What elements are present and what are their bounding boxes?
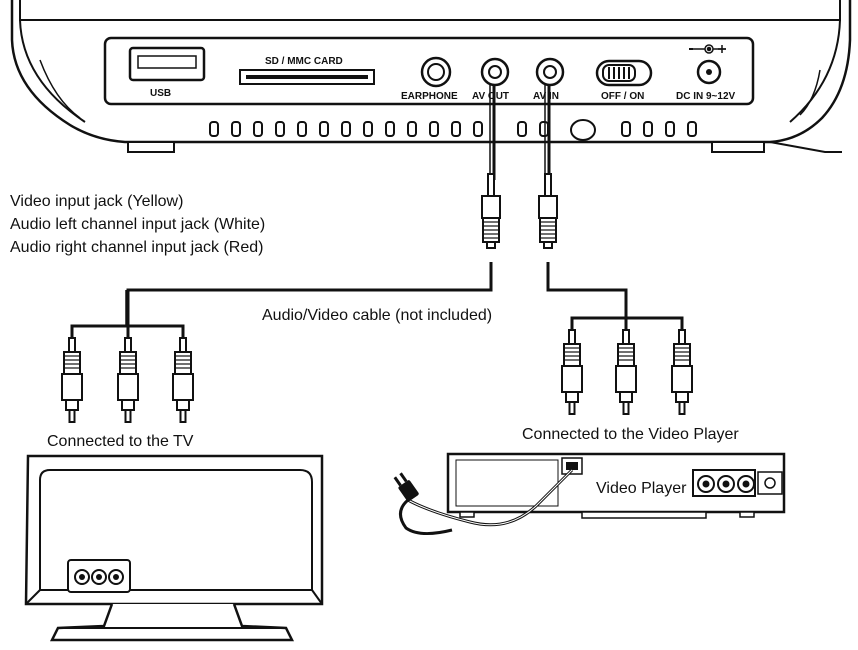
jack-note-audio-left: Audio left channel input jack (White): [10, 216, 265, 233]
jack-note-audio-right: Audio right channel input jack (Red): [10, 239, 263, 256]
usb-label: USB: [150, 88, 171, 99]
tv-video-plug: [61, 337, 83, 423]
player-connection-label: Connected to the Video Player: [522, 426, 739, 443]
dc-polarity-icon: [689, 44, 726, 54]
device-av-in-plug: [538, 173, 558, 249]
tv-audio-right-plug: [172, 337, 194, 423]
player-name-label: Video Player: [596, 480, 687, 497]
tv-audio-left-plug: [117, 337, 139, 423]
power-plug-icon: [393, 472, 419, 502]
av-in-label: AV IN: [533, 91, 559, 102]
tv-back: [24, 454, 324, 642]
video-player-device: Video Player: [446, 452, 786, 519]
tv-connection-label: Connected to the TV: [47, 433, 194, 450]
player-audio-left-plug: [615, 329, 637, 415]
player-audio-right-plug: [671, 329, 693, 415]
power-cord: [399, 468, 574, 535]
player-video-plug: [561, 329, 583, 415]
vent-slots: [209, 121, 697, 137]
jack-note-video: Video input jack (Yellow): [10, 193, 183, 210]
power-switch-label: OFF / ON: [601, 91, 644, 102]
portable-player-device: USB SD / MMC CARD EARPHONE AV OUT AV IN …: [10, 0, 852, 153]
card-slot-label: SD / MMC CARD: [265, 56, 343, 67]
cable-label: Audio/Video cable (not included): [262, 307, 492, 324]
earphone-label: EARPHONE: [401, 91, 458, 102]
device-av-out-plug: [481, 173, 501, 249]
round-button: [570, 119, 596, 141]
dc-in-label: DC IN 9~12V: [676, 91, 736, 102]
